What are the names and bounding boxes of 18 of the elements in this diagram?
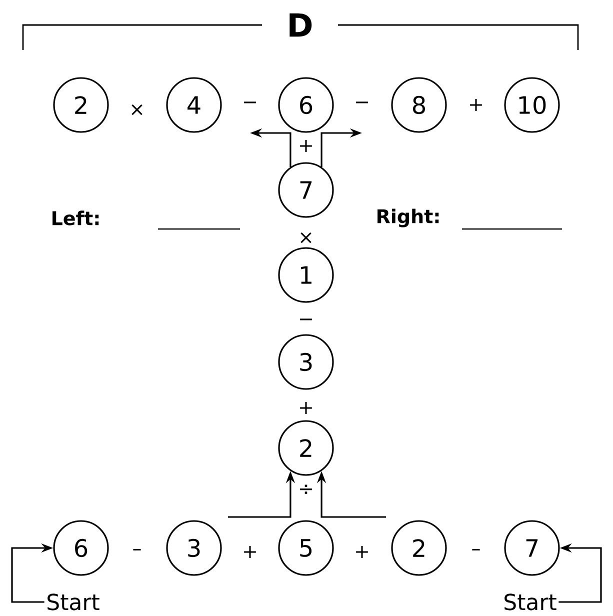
operator-sign: −: [244, 102, 256, 104]
operator-sign: +: [356, 546, 368, 558]
start-label: Start: [48, 594, 100, 610]
title: D: [290, 13, 312, 37]
field-label: Left:: [52, 210, 99, 226]
operator-sign: ×: [300, 232, 312, 244]
operator-sign: –: [133, 549, 141, 550]
operator-sign: −: [356, 102, 368, 104]
field-label: Right:: [378, 208, 439, 228]
operator-sign: +: [300, 402, 312, 414]
start-label: Start: [504, 594, 556, 610]
operator-sign: −: [300, 318, 312, 320]
operator-sign: +: [244, 546, 256, 558]
operator-sign: ÷: [300, 484, 312, 494]
operator-sign: +: [300, 140, 312, 152]
operator-sign: ×: [132, 104, 142, 116]
operator-sign: +: [470, 99, 482, 111]
operator-sign: –: [472, 549, 480, 550]
